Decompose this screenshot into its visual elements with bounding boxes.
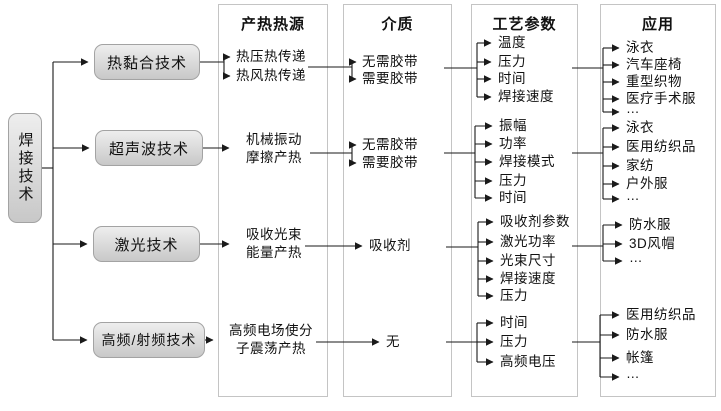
panel-heat-source [218,4,328,397]
medium-item: 无需胶带 [362,137,418,152]
application-item: 家纺 [626,158,654,173]
application-item: 医用纺织品 [626,139,696,154]
application-item: 泳衣 [626,40,654,55]
column-header-applications: 应用 [641,16,674,33]
parameter-item: 振幅 [499,118,527,133]
application-item: 汽车座椅 [626,57,682,72]
application-item: 帐篷 [626,350,654,365]
parameter-item: 焊接速度 [498,89,554,104]
parameter-item: 吸收剂参数 [500,214,570,229]
parameter-item: 激光功率 [500,234,556,249]
panel-medium [343,4,452,397]
parameter-item: 压力 [498,54,526,69]
application-item: 泳衣 [626,120,654,135]
parameter-item: 时间 [498,71,526,86]
medium-item: 无需胶带 [362,54,418,69]
medium-item: 需要胶带 [362,71,418,86]
application-item: … [626,366,640,381]
application-item: 防水服 [626,327,668,342]
medium-item: 需要胶带 [362,155,418,170]
tech-node-high-frequency: 高频/射频技术 [93,322,205,358]
heat-source-item: 吸收光束 能量产热 [246,227,302,260]
application-item: 3D风帽 [629,236,676,251]
tech-node-ultrasonic: 超声波技术 [95,130,203,166]
parameter-item: 焊接速度 [500,271,556,286]
column-header-medium: 介质 [381,16,414,33]
parameter-item: 压力 [499,173,527,188]
parameter-item: 压力 [500,334,528,349]
parameter-item: 时间 [499,190,527,205]
tech-node-thermal-bonding: 热黏合技术 [94,44,200,80]
heat-source-item: 机械振动 摩擦产热 [246,132,302,165]
application-item: … [626,188,640,203]
parameter-item: 焊接模式 [499,154,555,169]
parameter-item: 温度 [498,35,526,50]
parameter-item: 光束尺寸 [500,253,556,268]
medium-item: 吸收剂 [369,238,411,253]
parameter-item: 时间 [500,315,528,330]
root-node-welding-technology: 焊接技术 [8,113,42,223]
application-item: 医疗手术服 [626,91,696,106]
parameter-item: 功率 [499,136,527,151]
column-header-heat-source: 产热热源 [240,16,305,33]
application-item: 户外服 [626,176,668,191]
application-item: 医用纺织品 [626,307,696,322]
tech-node-laser: 激光技术 [93,226,200,262]
application-item: 重型织物 [626,74,682,89]
application-item: 防水服 [629,217,671,232]
application-item: … [626,101,640,116]
heat-source-item: 热压热传递 [236,49,306,64]
heat-source-item: 热风热传递 [236,68,306,83]
medium-item: 无 [386,334,400,349]
application-item: … [629,250,643,265]
parameter-item: 压力 [500,288,528,303]
heat-source-item: 高频电场使分 子震荡产热 [229,323,313,356]
parameter-item: 高频电压 [500,354,556,369]
column-header-process-parameters: 工艺参数 [492,16,557,33]
